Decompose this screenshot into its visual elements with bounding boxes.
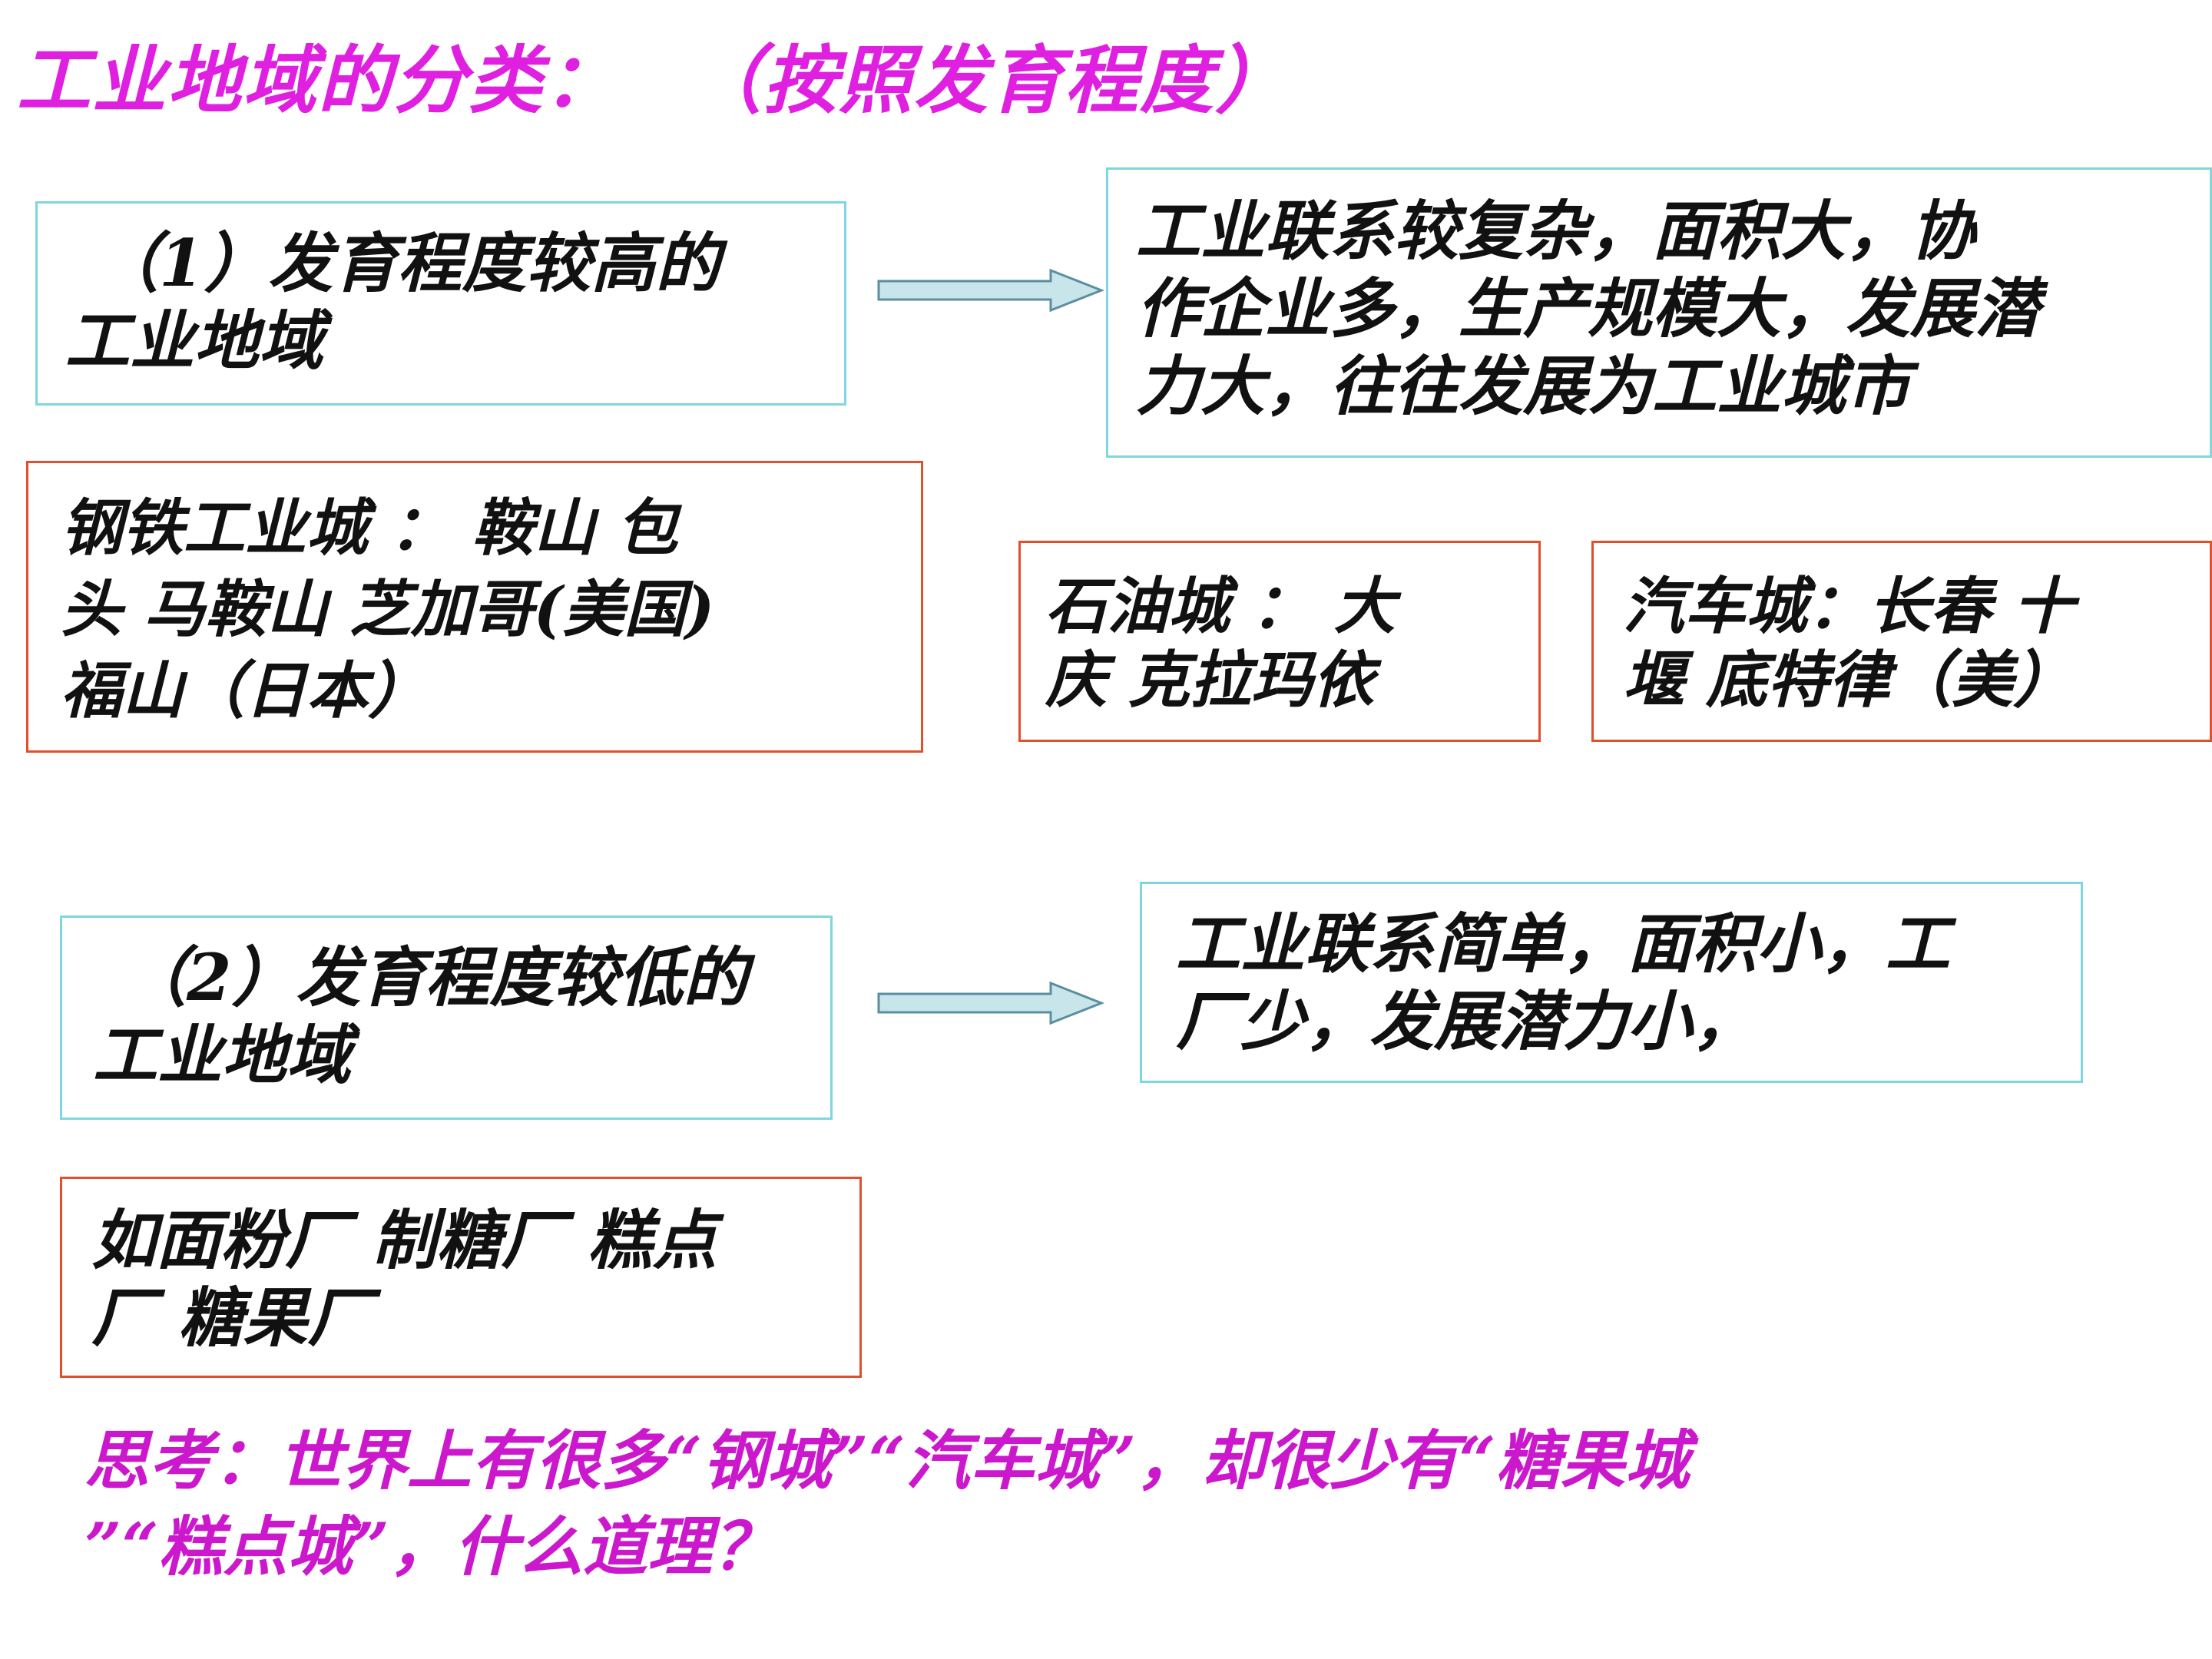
thinking-question: 思考：世界上有很多“钢城”“汽车城”，却很少有“糖果城 ”“糕点城”，什么道理？	[84, 1418, 2158, 1618]
example-line: 庆 克拉玛依	[1045, 644, 1374, 716]
low-development-features-box: 工业联系简单，面积小，工 厂少，发展潜力小，	[1140, 882, 2083, 1083]
example-line: 厂 糖果厂	[91, 1279, 373, 1356]
example-line: 汽车城：长春 十	[1623, 570, 2075, 642]
example-line: 堰 底特律（美）	[1623, 644, 2075, 716]
question-line: ”“糕点城”，什么道理？	[84, 1508, 777, 1584]
auto-city-examples-box: 汽车城：长春 十 堰 底特律（美）	[1591, 541, 2212, 742]
title-main: 工业地域的分类：	[17, 38, 619, 124]
example-line: 福山（日本）	[61, 654, 429, 727]
low-development-category-box: （2）发育程度较低的 工业地域	[60, 916, 833, 1120]
category-line: （2）发育程度较低的	[122, 939, 748, 1015]
example-line: 头 马鞍山 芝加哥(美国)	[61, 573, 715, 645]
features-line: 工业联系较复杂，面积大，协	[1136, 193, 1975, 269]
low-development-examples-box: 如面粉厂 制糖厂 糕点 厂 糖果厂	[60, 1177, 862, 1378]
question-line: 思考：世界上有很多“钢城”“汽车城”，却很少有“糖果城	[84, 1422, 1690, 1498]
oil-city-examples-box: 石油城 ： 大 庆 克拉玛依	[1018, 541, 1541, 742]
high-development-features-box: 工业联系较复杂，面积大，协 作企业多，生产规模大，发展潜 力大，往往发展为工业城…	[1106, 167, 2212, 458]
category-line: 工业地域	[93, 1016, 352, 1093]
example-line: 如面粉厂 制糖厂 糕点	[91, 1202, 717, 1278]
features-line: 工业联系简单，面积小，工	[1176, 906, 1951, 982]
page-title: 工业地域的分类： （按照发育程度）	[17, 23, 1630, 138]
right-arrow-icon	[877, 268, 1105, 313]
high-development-category-box: （1）发育程度较高的 工业地域	[35, 201, 846, 406]
features-line: 厂少，发展潜力小，	[1176, 982, 1757, 1059]
example-line: 石油城 ： 大	[1045, 570, 1396, 642]
features-line: 作企业多，生产规模大，发展潜	[1136, 270, 2040, 346]
category-line: （1）发育程度较高的	[94, 225, 720, 301]
right-arrow-icon	[877, 981, 1105, 1025]
example-line: 钢铁工业城 ： 鞍山 包	[61, 492, 678, 564]
category-line: 工业地域	[65, 302, 324, 379]
steel-city-examples-box: 钢铁工业城 ： 鞍山 包 头 马鞍山 芝加哥(美国) 福山（日本）	[26, 461, 923, 753]
features-line: 力大，往往发展为工业城市	[1136, 347, 1911, 424]
title-sub: （按照发育程度）	[688, 38, 1290, 124]
